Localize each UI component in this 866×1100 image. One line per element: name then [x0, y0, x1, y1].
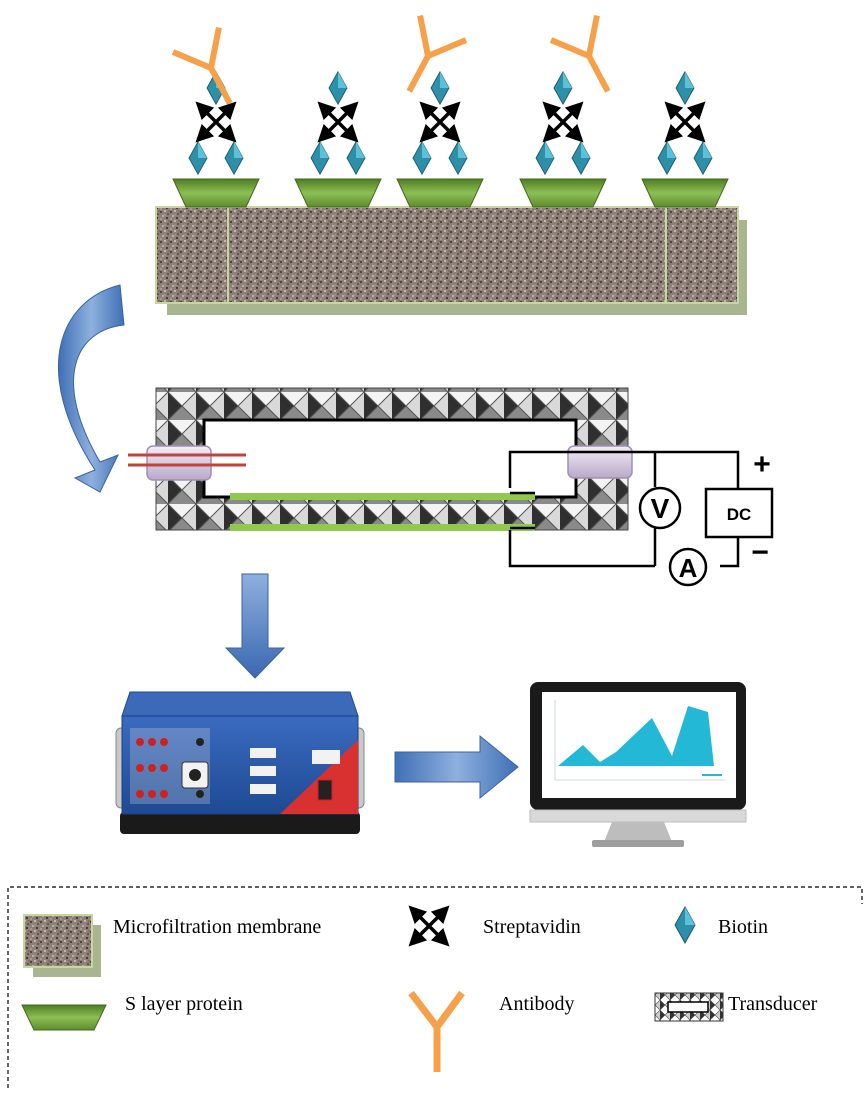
- s-layer-protein: [294, 178, 382, 208]
- positive-terminal-sign: +: [753, 448, 771, 481]
- inlet-clamp: [146, 445, 212, 481]
- electrode-top: [230, 493, 535, 500]
- legend-membrane-swatch: [23, 914, 101, 977]
- curved-flow-arrow: [57, 284, 125, 493]
- voltmeter-label: V: [651, 493, 670, 524]
- streptavidin-icon: [320, 104, 356, 140]
- legend-transducer-label: Transducer: [728, 993, 818, 1015]
- screen-chart: [554, 700, 725, 781]
- membrane-assembly: [155, 14, 747, 315]
- legend-s-layer-icon: [21, 1004, 107, 1031]
- measurement-circuit: [508, 450, 740, 568]
- legend-biotin-icon: [674, 906, 696, 944]
- dc-source-label: DC: [727, 505, 752, 524]
- transducer-cell: [128, 387, 633, 531]
- receptor-stack: [396, 71, 484, 208]
- biotin-icon: [693, 141, 713, 175]
- legend-streptavidin-label: Streptavidin: [483, 916, 581, 938]
- down-flow-arrow: [224, 573, 286, 679]
- antibody-icon: [171, 26, 233, 105]
- streptavidin-icon: [667, 104, 703, 140]
- biotin-icon: [412, 141, 432, 175]
- streptavidin-icon: [422, 104, 458, 140]
- s-layer-protein: [396, 178, 484, 208]
- biotin-icon: [328, 71, 348, 105]
- electrode-bottom: [230, 524, 535, 531]
- legend-membrane-label: Microfiltration membrane: [113, 916, 321, 938]
- legend-biotin-label: Biotin: [718, 916, 768, 938]
- ammeter: A: [668, 547, 708, 587]
- s-layer-protein: [172, 178, 260, 208]
- biotin-icon: [310, 141, 330, 175]
- biotin-icon: [675, 71, 695, 105]
- right-flow-arrow: [394, 734, 519, 800]
- streptavidin-icon: [198, 104, 234, 140]
- biotin-icon: [553, 71, 573, 105]
- receptor-stack: [172, 71, 260, 208]
- legend-s-layer-label: S layer protein: [125, 993, 243, 1015]
- legend-streptavidin-icon: [411, 908, 447, 944]
- outlet-clamp: [567, 445, 633, 479]
- measurement-instrument: [115, 691, 365, 834]
- transducer-chamber: [202, 418, 578, 499]
- antibody-icon: [406, 14, 468, 93]
- s-layer-protein: [519, 178, 607, 208]
- s-layer-protein: [641, 178, 729, 208]
- antibody-icon: [549, 14, 611, 93]
- biotin-icon: [657, 141, 677, 175]
- biotin-icon: [224, 141, 244, 175]
- monitor: [529, 682, 747, 847]
- ammeter-label: A: [679, 553, 698, 583]
- voltmeter: V: [638, 486, 682, 530]
- antibodies: [171, 14, 611, 105]
- screen-chart-area: [558, 706, 714, 766]
- biotin-icon: [346, 141, 366, 175]
- receptor-stack: [294, 71, 382, 208]
- biotin-icon: [430, 71, 450, 105]
- receptor-stacks: [172, 71, 729, 208]
- microfiltration-membrane: [155, 206, 739, 304]
- biotin-icon: [571, 141, 591, 175]
- negative-terminal-sign: −: [751, 536, 769, 569]
- legend-antibody-icon: [408, 990, 465, 1072]
- legend-frame: [7, 886, 863, 1088]
- biotin-icon: [535, 141, 555, 175]
- legend-antibody-label: Antibody: [499, 993, 575, 1015]
- legend-transducer-icon: [654, 992, 724, 1022]
- receptor-stack: [641, 71, 729, 208]
- streptavidin-icon: [545, 104, 581, 140]
- instrument-jacks: [136, 738, 204, 798]
- receptor-stack: [519, 71, 607, 208]
- dc-source: DC: [704, 487, 774, 539]
- biotin-icon: [448, 141, 468, 175]
- legend: Microfiltration membrane Streptavidin Bi…: [7, 886, 863, 1088]
- biotin-icon: [188, 141, 208, 175]
